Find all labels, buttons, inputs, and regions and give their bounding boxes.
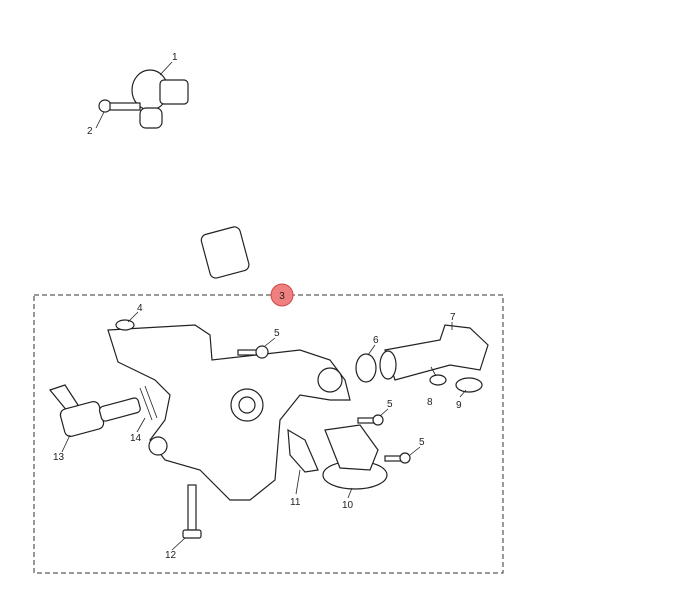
callout-12[interactable]: 12 (165, 550, 177, 561)
part-14-clip[interactable] (139, 385, 158, 421)
callout-9[interactable]: 9 (456, 400, 462, 411)
callout-14[interactable]: 14 (130, 433, 142, 444)
callout-8[interactable]: 8 (427, 397, 433, 408)
part-10-elbow[interactable] (322, 424, 388, 490)
part-5-bolt-a[interactable] (237, 345, 269, 359)
part-2-bolt[interactable] (98, 99, 141, 113)
callout-2[interactable]: 2 (87, 126, 93, 137)
part-8-nut[interactable] (429, 374, 447, 386)
part-6-oring[interactable] (355, 353, 377, 383)
part-main-housing[interactable] (107, 324, 351, 501)
part-5-bolt-c[interactable] (384, 452, 411, 464)
callout-13[interactable]: 13 (53, 452, 65, 463)
callout-5[interactable]: 5 (387, 399, 393, 410)
callout-5[interactable]: 5 (274, 328, 280, 339)
callout-1[interactable]: 1 (172, 52, 178, 63)
part-5-bolt-b[interactable] (357, 414, 384, 426)
callout-10[interactable]: 10 (342, 500, 354, 511)
part-11-gasket[interactable] (287, 428, 319, 473)
callout-11[interactable]: 11 (290, 497, 301, 508)
group-badge[interactable]: 3 (270, 283, 294, 307)
part-1-sensor[interactable] (131, 69, 250, 279)
callout-4[interactable]: 4 (137, 303, 143, 314)
leader-lines (61, 61, 467, 551)
callout-5[interactable]: 5 (419, 437, 425, 448)
part-13-solenoid[interactable] (48, 384, 141, 438)
part-4-nut[interactable] (115, 319, 135, 331)
part-12-bolt[interactable] (182, 484, 202, 539)
part-9-gasket[interactable] (455, 377, 483, 393)
part-7-pipe[interactable] (379, 324, 489, 381)
callout-7[interactable]: 7 (450, 312, 456, 323)
callout-6[interactable]: 6 (373, 335, 379, 346)
svg-text:3: 3 (279, 291, 285, 302)
assembly-group-box (33, 294, 504, 574)
